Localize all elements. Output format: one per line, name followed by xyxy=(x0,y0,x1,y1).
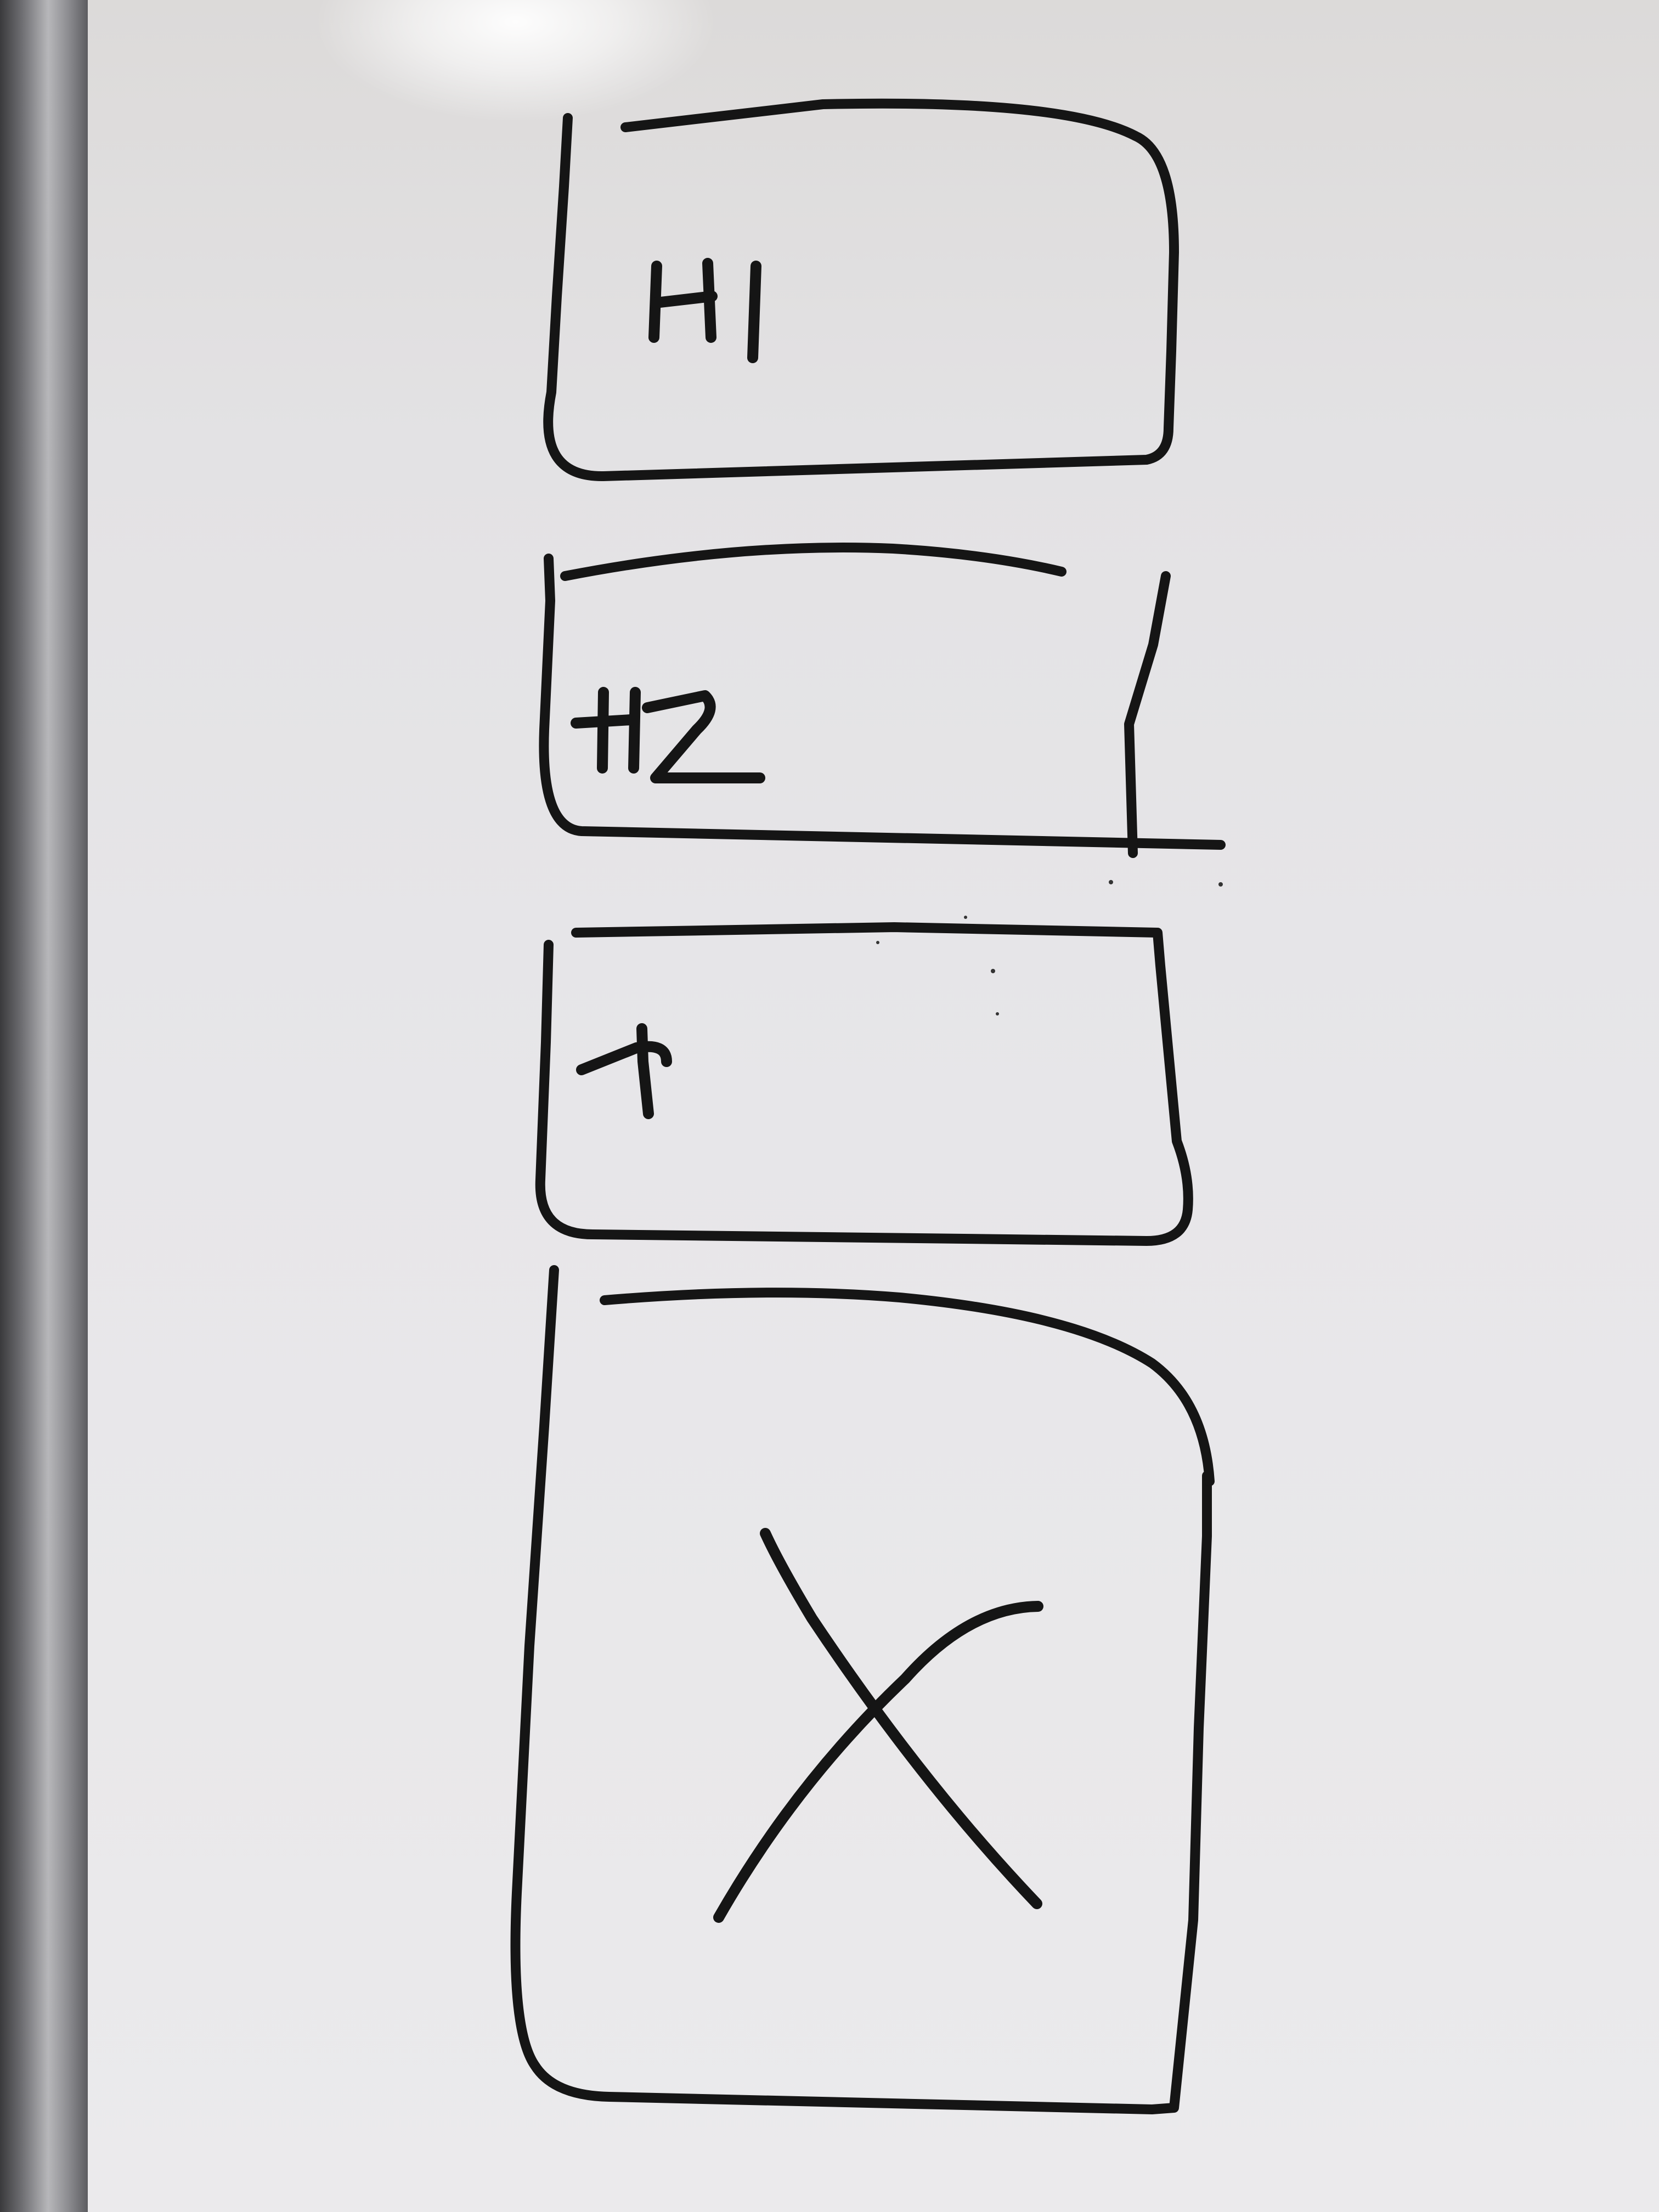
heading-2-box: H2 xyxy=(539,543,1226,858)
heading-2-box-top xyxy=(560,543,1066,581)
x-mark-icon xyxy=(713,1528,1043,1923)
paragraph-label-handwritten xyxy=(576,1023,672,1119)
heading-1-box: H1 xyxy=(543,98,1179,482)
heading-1-label-handwritten xyxy=(648,258,761,363)
image-placeholder-box-top xyxy=(600,1288,1215,1486)
whiteboard-surface xyxy=(88,0,1659,2212)
board-specks xyxy=(876,880,1223,1015)
heading-2-box-right xyxy=(1124,571,1171,858)
heading-1-box-outline xyxy=(543,98,1179,482)
image-placeholder-box xyxy=(510,1265,1215,2114)
paragraph-box-outline xyxy=(535,922,1193,1246)
whiteboard-frame xyxy=(0,0,88,2212)
image-placeholder-box-left xyxy=(510,1265,1212,2114)
heading-2-label-handwritten xyxy=(571,687,765,783)
heading-2-box-outline xyxy=(539,554,1226,850)
paragraph-box: P xyxy=(535,922,1193,1246)
